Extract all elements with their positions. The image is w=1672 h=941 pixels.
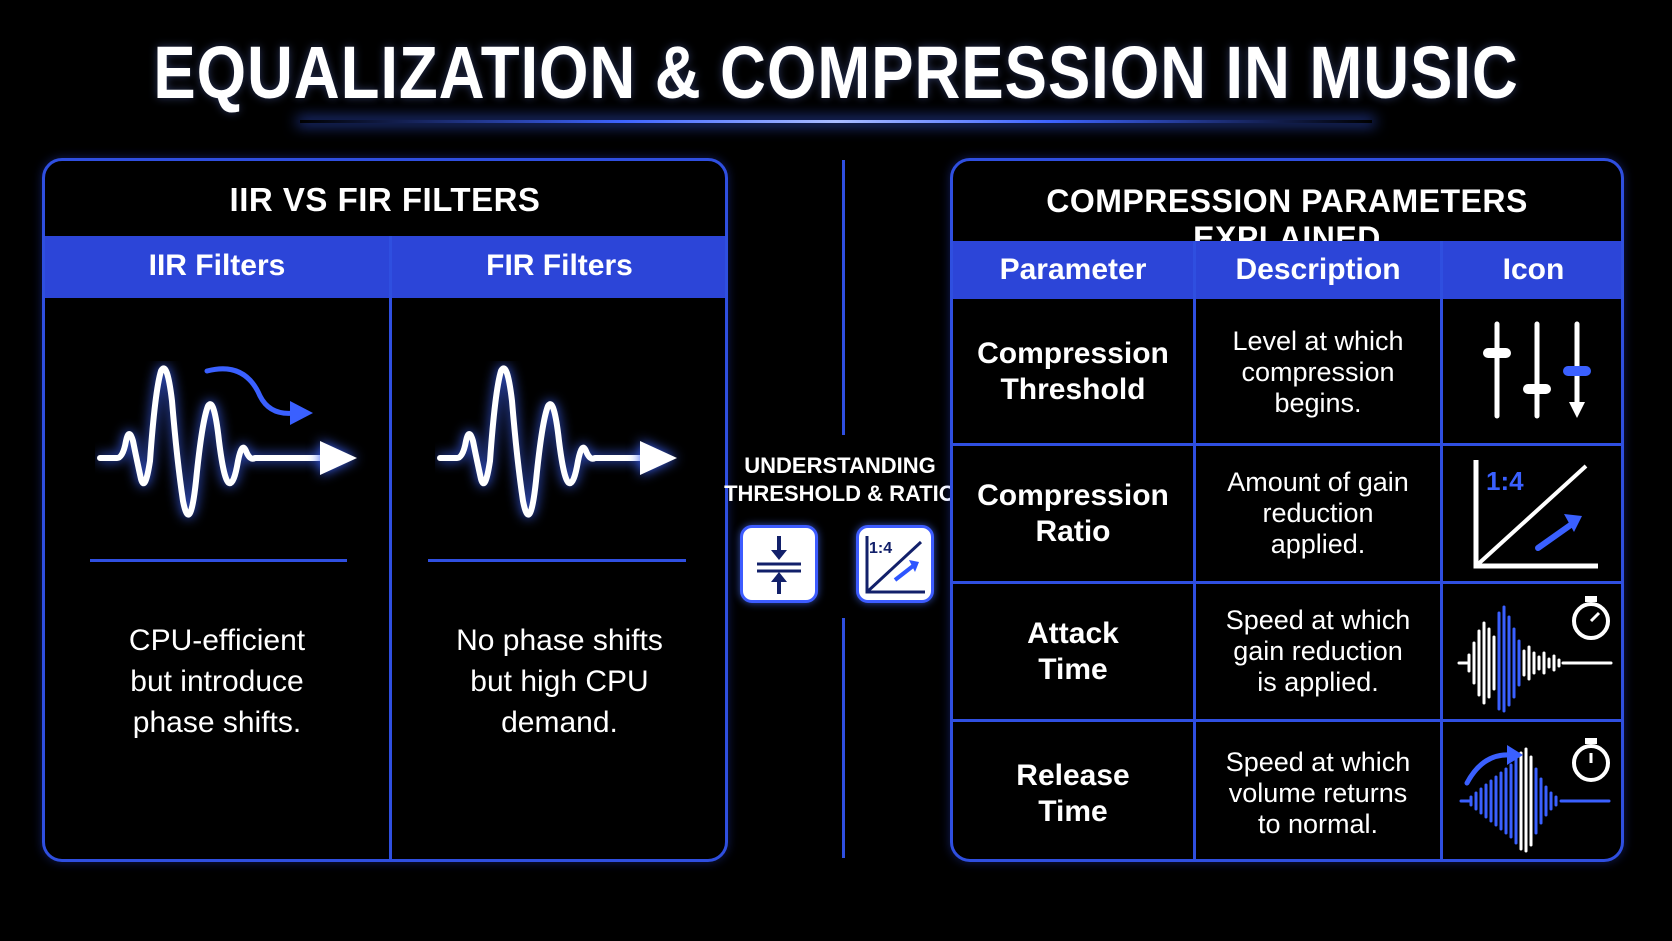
fir-column-header: FIR Filters — [486, 249, 633, 282]
table-col-divider-2 — [1440, 241, 1443, 859]
title-underline-glow — [300, 120, 1372, 123]
header-parameter: Parameter — [999, 253, 1147, 286]
waveform-curved-arrow-icon — [97, 365, 357, 518]
header-description: Description — [1235, 253, 1401, 286]
waveform-arrow-icon — [437, 365, 677, 518]
row-ratio-parameter: Compression Ratio — [977, 478, 1169, 548]
header-icon: Icon — [1502, 253, 1565, 286]
fir-divider — [428, 559, 686, 562]
filters-column-divider — [389, 236, 392, 859]
page-title: EQUALIZATION & COMPRESSION IN MUSIC — [153, 31, 1519, 114]
table-row-divider-1 — [953, 443, 1621, 446]
ratio-graph-icon: 1:4 — [1473, 460, 1598, 569]
ratio-graph-text: 1:4 — [1486, 466, 1524, 496]
row-release-parameter: Release Time — [1016, 758, 1130, 828]
filters-panel: IIR VS FIR FILTERS IIR Filters FIR Filte… — [42, 158, 728, 862]
iir-description: CPU-efficient but introduce phase shifts… — [128, 623, 306, 739]
filters-panel-title: IIR VS FIR FILTERS — [229, 181, 541, 218]
table-row-divider-2 — [953, 581, 1621, 584]
attack-waveform-stopwatch-icon — [1457, 596, 1613, 713]
compress-arrows-icon — [757, 536, 801, 594]
threshold-icon-box — [740, 525, 818, 603]
release-waveform-stopwatch-icon — [1459, 738, 1611, 853]
middle-divider-top — [842, 160, 845, 435]
sliders-icon — [1483, 321, 1591, 419]
iir-divider — [90, 559, 347, 562]
table-col-divider-1 — [1193, 241, 1196, 859]
fir-description: No phase shifts but high CPU demand. — [456, 623, 663, 739]
ratio-icon-box: 1:4 — [856, 525, 934, 603]
row-ratio-description: Amount of gain reduction applied. — [1227, 467, 1409, 559]
table-row-divider-3 — [953, 719, 1621, 722]
ratio-mini-text: 1:4 — [869, 540, 892, 557]
row-attack-description: Speed at which gain reduction is applied… — [1225, 605, 1411, 697]
ratio-graph-mini-icon: 1:4 — [865, 536, 925, 594]
iir-column-header: IIR Filters — [148, 249, 286, 282]
filters-header-band — [45, 236, 725, 298]
row-attack-parameter: Attack Time — [1027, 616, 1119, 686]
row-threshold-parameter: Compression Threshold — [977, 337, 1169, 406]
middle-divider-bottom — [842, 618, 845, 858]
compression-header-band — [953, 241, 1621, 299]
row-threshold-description: Level at which compression begins. — [1232, 325, 1404, 418]
row-release-description: Speed at which volume returns to normal. — [1225, 747, 1411, 839]
compression-parameters-panel: COMPRESSION PARAMETERS EXPLAINED Paramet… — [950, 158, 1624, 862]
threshold-ratio-label: UNDERSTANDING THRESHOLD & RATIO — [724, 453, 956, 506]
